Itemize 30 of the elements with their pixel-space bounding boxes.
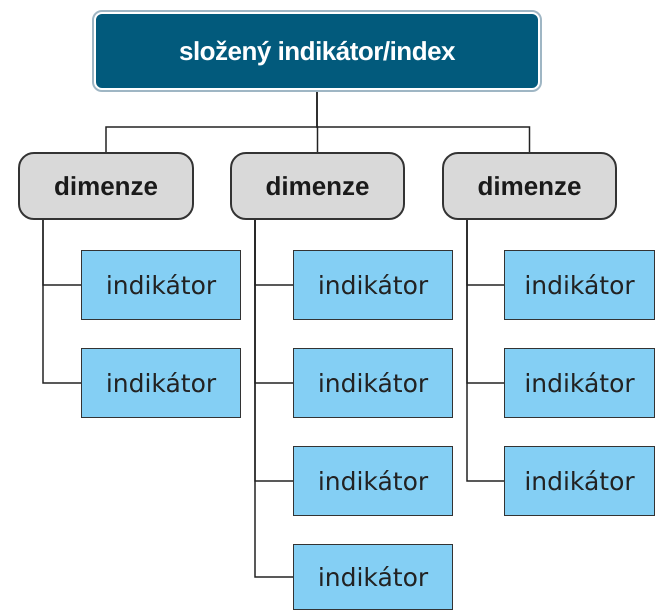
indicator-label: indikátor	[318, 562, 428, 592]
dimension-label: dimenze	[265, 170, 370, 202]
indicator-box	[504, 348, 655, 418]
indicator-label: indikátor	[318, 466, 428, 496]
dimension-label: dimenze	[477, 170, 582, 202]
indicator-label: indikátor	[524, 270, 635, 300]
connector-line	[316, 92, 530, 152]
connector-line	[254, 220, 293, 578]
dimension-box	[18, 152, 194, 220]
indicator-box	[504, 250, 655, 320]
indicator-label: indikátor	[524, 368, 635, 398]
dimension-box	[442, 152, 617, 220]
indicator-label: indikátor	[318, 270, 428, 300]
index-box	[94, 12, 540, 90]
dimension-label: dimenze	[54, 170, 158, 202]
indicator-label: indikátor	[524, 466, 635, 496]
connector-line	[466, 220, 504, 482]
indicator-box	[504, 446, 655, 516]
indicator-box	[81, 348, 241, 418]
indicator-box	[293, 544, 453, 610]
indicator-label: indikátor	[106, 368, 216, 398]
indicator-box	[293, 446, 453, 516]
dimension-box	[230, 152, 405, 220]
indicator-box	[81, 250, 241, 320]
indicator-box	[293, 250, 453, 320]
indicator-label: indikátor	[106, 270, 216, 300]
indicator-box	[293, 348, 453, 418]
connector-line	[42, 220, 81, 384]
indicator-label: indikátor	[318, 368, 428, 398]
index-label: složený indikátor/index	[178, 36, 455, 66]
